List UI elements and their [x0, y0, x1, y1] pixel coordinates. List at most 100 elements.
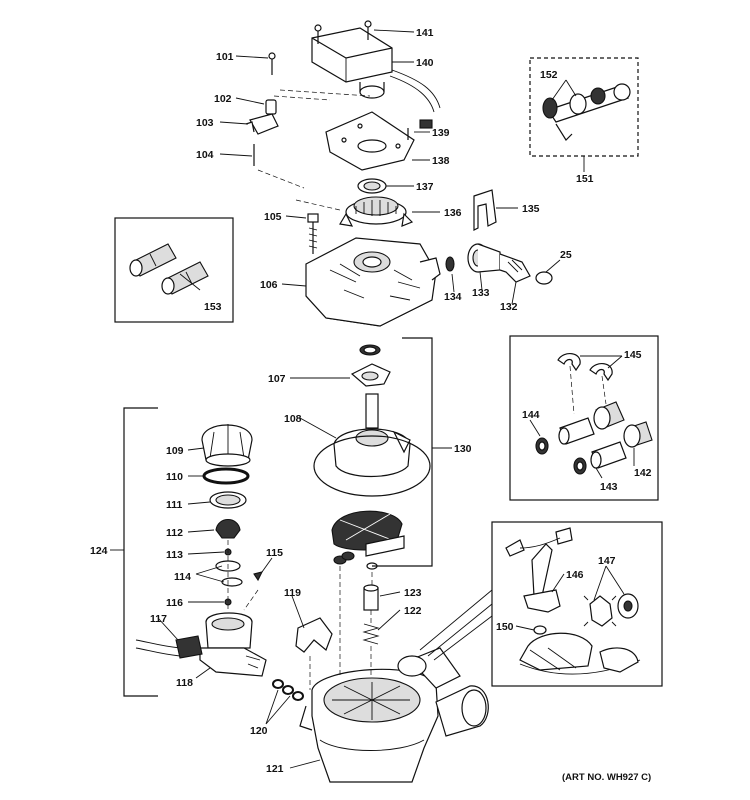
- part-spring-122: [362, 623, 380, 645]
- callout-121: 121: [266, 763, 284, 775]
- part-bolt-105: [307, 213, 319, 254]
- callout-124: 124: [90, 545, 108, 557]
- part-control-box: [311, 27, 441, 129]
- part-144: [535, 437, 549, 455]
- callout-153: 153: [204, 301, 222, 313]
- callout-113: 113: [166, 549, 183, 561]
- callout-147: 147: [598, 555, 616, 567]
- callout-138: 138: [432, 155, 450, 167]
- callout-109: 109: [166, 445, 184, 457]
- assembly-guide-right: [569, 365, 607, 415]
- part-harness-146: [505, 527, 573, 613]
- part-gear-136: [339, 196, 414, 227]
- callout-123: 123: [404, 587, 422, 599]
- callout-139: 139: [432, 127, 450, 139]
- part-bearing-137: [357, 178, 387, 194]
- part-fittings-153: [129, 243, 209, 295]
- callout-132: 132: [500, 301, 518, 313]
- callout-108: 108: [284, 413, 302, 425]
- callout-137: 137: [416, 181, 434, 193]
- part-screen-112: [215, 518, 241, 539]
- detail-zoom-lines: [419, 589, 493, 661]
- callout-146: 146: [566, 569, 584, 581]
- callout-120: 120: [250, 725, 268, 737]
- part-valve-body-121: [299, 647, 489, 783]
- part-clips-145: [557, 353, 613, 382]
- callout-114: 114: [174, 571, 191, 583]
- callout-133: 133: [472, 287, 490, 299]
- part-plate-138: [325, 111, 415, 171]
- callout-115: 115: [266, 547, 283, 559]
- part-fitting-117: [175, 635, 203, 659]
- callout-152: 152: [540, 69, 558, 81]
- part-clip-119: [295, 617, 333, 690]
- part-valve-cover-106: [305, 237, 441, 327]
- part-screws-141: [314, 20, 372, 44]
- callout-112: 112: [166, 527, 183, 539]
- part-spacer-102: [265, 99, 277, 115]
- callout-135: 135: [522, 203, 540, 215]
- callout-134: 134: [444, 291, 462, 303]
- callout-136: 136: [444, 207, 462, 219]
- callout-117: 117: [150, 613, 167, 625]
- callout-106: 106: [260, 279, 278, 291]
- callout-151: 151: [576, 173, 594, 185]
- part-ring-111: [209, 491, 247, 509]
- part-screw-101: [268, 52, 276, 75]
- callout-102: 102: [214, 93, 232, 105]
- callout-141: 141: [416, 27, 434, 39]
- callout-142: 142: [634, 467, 652, 479]
- part-tube-123: [363, 584, 379, 611]
- assembly-guide-center: [339, 566, 373, 676]
- leader-lines: [110, 29, 635, 769]
- part-oring-small-130: [359, 344, 381, 356]
- callout-110: 110: [166, 471, 183, 483]
- callout-25: 25: [560, 249, 572, 261]
- bracket-130: [372, 337, 433, 567]
- callout-119: 119: [284, 587, 301, 599]
- part-fittings-152: [542, 83, 631, 141]
- callout-118: 118: [176, 677, 193, 689]
- part-114: [215, 560, 243, 587]
- callout-122: 122: [404, 605, 422, 617]
- part-cam-107: [350, 363, 391, 387]
- callout-140: 140: [416, 57, 434, 69]
- part-coupling-133: [467, 243, 501, 273]
- part-elbow-132: [499, 253, 531, 283]
- callout-111: 111: [166, 499, 183, 511]
- callout-116: 116: [166, 597, 183, 609]
- part-motor-150: [519, 625, 641, 675]
- part-orings-130: [333, 551, 378, 570]
- part-seal-134: [445, 256, 455, 272]
- art-number: (ART NO. WH927 C): [562, 772, 651, 783]
- assembly-guide-lines-top: [257, 89, 371, 211]
- box-153: [114, 217, 234, 323]
- callout-130: 130: [454, 443, 472, 455]
- callout-105: 105: [264, 211, 282, 223]
- callout-143: 143: [600, 481, 618, 493]
- part-clip-25: [535, 271, 553, 285]
- callout-104: 104: [196, 149, 214, 161]
- part-disc-130: [331, 510, 405, 557]
- part-switch-103: [245, 113, 279, 135]
- callout-107: 107: [268, 373, 286, 385]
- callout-labels: 101 102 103 104 105 106 107 108 109 110 …: [90, 27, 652, 775]
- part-115: [253, 571, 264, 582]
- callout-103: 103: [196, 117, 214, 129]
- part-gears-147: [583, 593, 639, 627]
- part-oring-110: [202, 467, 250, 485]
- part-cap-109: [201, 424, 253, 467]
- callout-144: 144: [522, 409, 540, 421]
- part-orings-120: [272, 679, 304, 701]
- part-143: [558, 417, 627, 475]
- assembly-guide-left: [227, 540, 259, 612]
- callout-101: 101: [216, 51, 234, 63]
- part-rotor-108: [313, 393, 431, 497]
- part-142: [593, 401, 653, 448]
- part-housing-118: [135, 612, 267, 677]
- part-clip-135: [473, 189, 497, 231]
- box-142-145: [509, 335, 659, 501]
- callout-145: 145: [624, 349, 642, 361]
- bracket-124: [123, 407, 158, 697]
